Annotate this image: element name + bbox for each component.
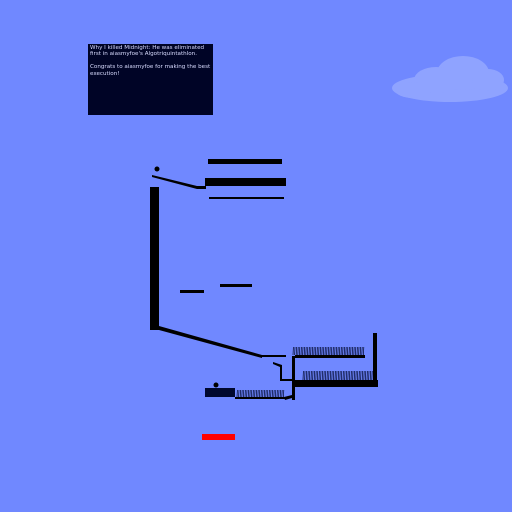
- right-tall-post: [373, 333, 377, 381]
- ball-icon: [213, 382, 219, 388]
- platform-top-3: [209, 197, 284, 199]
- info-text-congrats: Congrats to aiasmyfoe for making the bes…: [90, 64, 211, 77]
- left-wall: [150, 187, 159, 330]
- lower-right-ledge: [295, 380, 378, 387]
- bottom-floor: [235, 397, 285, 399]
- inner-vertical-post: [292, 356, 295, 400]
- exit-zone: [202, 434, 235, 440]
- cloud-icon: [392, 56, 508, 102]
- slope-end-ledge: [262, 355, 286, 357]
- floating-bar-1: [220, 284, 252, 287]
- long-slope: [150, 326, 262, 358]
- info-panel: Why I killed Midnight: He was eliminated…: [88, 44, 213, 115]
- bottom-floor-ramp: [284, 395, 295, 400]
- small-step: [273, 362, 292, 381]
- info-text-reason: Why I killed Midnight: He was eliminated…: [90, 45, 205, 58]
- floating-bar-2: [180, 290, 204, 293]
- lower-platform: [205, 388, 235, 397]
- platform-top-2: [205, 178, 286, 186]
- start-ramp: [152, 175, 206, 189]
- spikes-upper-right: [292, 346, 365, 356]
- upper-right-ledge: [295, 355, 365, 358]
- platform-top-1: [208, 159, 282, 164]
- spikes-lower-right: [302, 370, 373, 381]
- ball-icon: [154, 166, 160, 172]
- spikes-bottom: [236, 389, 285, 398]
